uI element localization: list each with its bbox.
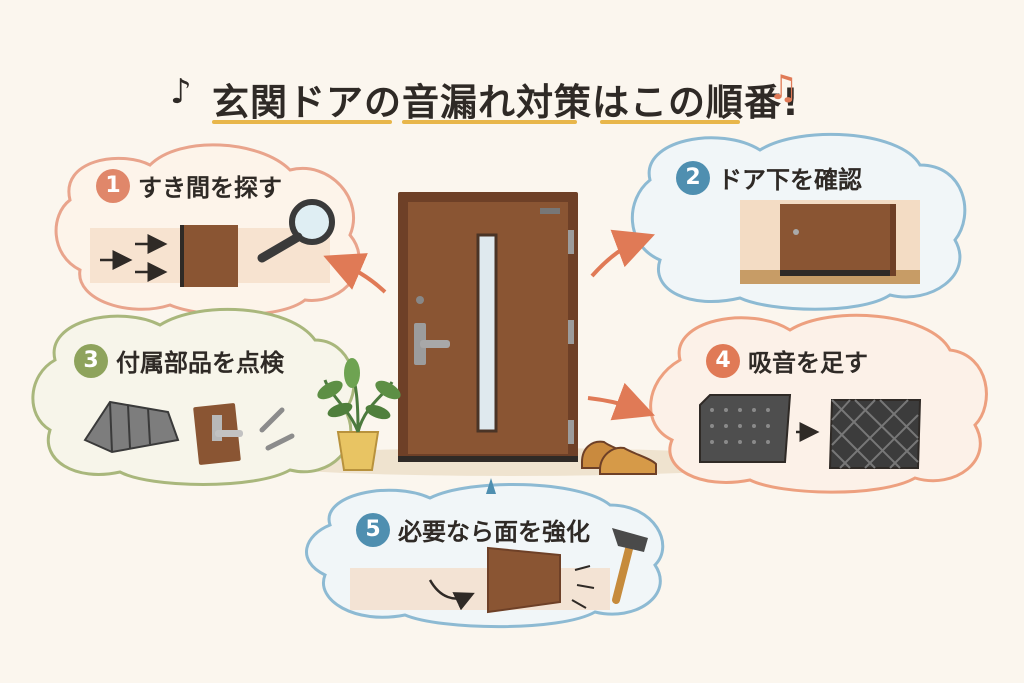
- front-door: [398, 192, 578, 462]
- page-title: 玄関ドアの音漏れ対策はこの順番!: [212, 81, 800, 124]
- step-2-text: ドア下を確認: [718, 166, 862, 194]
- pointer-to-step-5: [486, 478, 496, 494]
- door-bottom-illustration: [740, 200, 920, 284]
- door-handle-icon: [193, 403, 243, 465]
- shoes: [581, 440, 657, 475]
- step-3-cloud: [31, 307, 356, 486]
- step-2-label: 2 ドア下を確認: [676, 160, 862, 195]
- arrow-to-step-1: [323, 253, 387, 294]
- step-1-label: 1 すき間を探す: [96, 168, 282, 203]
- magnifier-icon: [257, 199, 335, 263]
- music-note-icon: ♪: [170, 72, 192, 112]
- step-1-number: 1: [96, 168, 130, 203]
- weatherstrip-icon: [83, 400, 180, 454]
- title-underline-2: [402, 120, 577, 124]
- acoustic-panel-icon: [828, 399, 922, 469]
- title-underline: [212, 120, 392, 124]
- title-block: ♪ 玄関ドアの音漏れ対策はこの順番! ♫: [170, 66, 820, 126]
- hammer-icon: [612, 528, 648, 604]
- gap-illustration: [90, 225, 330, 287]
- step-5-number: 5: [356, 512, 390, 547]
- step-1-text: すき間を探す: [138, 174, 282, 202]
- music-note-icon-right: ♫: [768, 68, 799, 108]
- plant-pot: [317, 358, 401, 471]
- step-5-text: 必要なら面を強化: [398, 518, 590, 546]
- panel-illustration: [350, 546, 610, 614]
- step-4-number: 4: [706, 343, 740, 378]
- title-underline-3: [600, 120, 740, 124]
- step-2-number: 2: [676, 160, 710, 195]
- screw-icon: [259, 407, 295, 451]
- arrow-to-step-4: [587, 382, 655, 421]
- step-4-label: 4 吸音を足す: [706, 343, 868, 378]
- step-4-text: 吸音を足す: [748, 349, 868, 377]
- step-5-label: 5 必要なら面を強化: [356, 512, 590, 547]
- step-3-label: 3 付属部品を点検: [74, 343, 284, 378]
- sound-absorber-icon: [699, 394, 820, 463]
- step-3-text: 付属部品を点検: [116, 349, 284, 377]
- arrow-to-step-2: [590, 229, 655, 278]
- step-3-number: 3: [74, 343, 108, 378]
